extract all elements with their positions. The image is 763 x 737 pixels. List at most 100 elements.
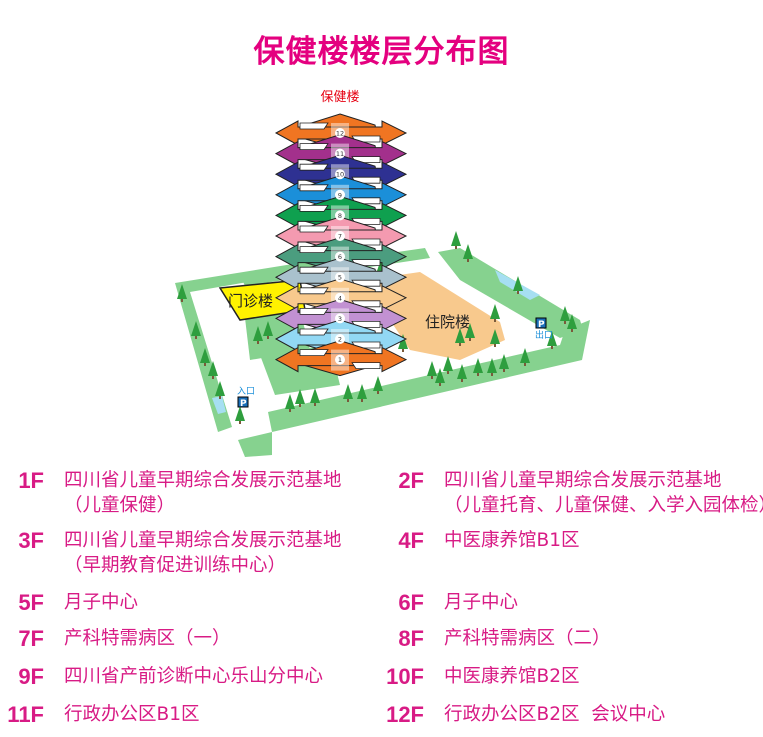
floor-number: 12: [336, 130, 344, 138]
tree-trunk: [477, 372, 479, 376]
floor-number: 9: [338, 191, 342, 199]
tree-trunk: [267, 335, 269, 339]
tree-icon: [513, 276, 523, 291]
tree-trunk: [467, 258, 469, 262]
floor-number-badge: [335, 313, 345, 324]
tree-trunk: [524, 362, 526, 366]
tree-trunk: [564, 320, 566, 324]
tree-trunk: [494, 318, 496, 322]
floor-description: 四川省儿童早期综合发展示范基地 （儿童保健）: [64, 470, 342, 516]
tree-trunk: [459, 342, 461, 346]
entrance-label: 入口: [237, 386, 255, 397]
floor-number: 10: [336, 171, 344, 179]
tree-trunk: [299, 403, 301, 407]
tree-trunk: [361, 398, 363, 402]
floor-badge-5: 5: [335, 272, 345, 283]
floor-number-badge: [335, 210, 345, 221]
floor-number-badge: [335, 334, 345, 344]
exit-label: 出口: [535, 329, 553, 341]
tree-icon: [435, 368, 445, 383]
tree-trunk: [494, 343, 496, 347]
tree-trunk: [571, 328, 573, 332]
tree-trunk: [347, 398, 349, 402]
floor-number-badge: [335, 148, 345, 159]
tree-trunk: [491, 372, 493, 376]
floor-number-badge: [335, 169, 345, 180]
tree-icon: [490, 304, 500, 319]
floor-description: 中医康养馆B1区: [444, 530, 580, 551]
parking-symbol: P: [538, 320, 545, 330]
floor-description: 月子中心: [444, 592, 519, 613]
floor-description: 行政办公区B2区 会议中心: [444, 704, 666, 725]
floor-number-badge: [335, 354, 345, 365]
parking-icon-entrance: [237, 396, 249, 408]
floor-number: 1: [338, 356, 342, 364]
tree-trunk: [461, 378, 463, 382]
floor-label: 6F: [398, 590, 424, 615]
floor-badge-2: 2: [335, 334, 345, 344]
floor-label: 1F: [18, 468, 44, 493]
tree-icon: [191, 321, 201, 336]
floor-legend-row: 2F 四川省儿童早期综合发展示范基地 （儿童托育、儿童保健、入学入园体检）: [380, 468, 763, 518]
floor-label: 2F: [398, 468, 424, 493]
tree-icon: [398, 334, 408, 349]
page-title: 保健楼楼层分布图: [253, 34, 510, 70]
floor-label: 12F: [386, 702, 424, 727]
tree-trunk: [431, 375, 433, 379]
floor-badge-1: 1: [335, 354, 345, 365]
floor-number-badge: [335, 251, 345, 262]
tree-icon: [427, 361, 437, 376]
tree-trunk: [195, 335, 197, 339]
floor-description: 产科特需病区（二）: [444, 628, 611, 649]
tree-icon: [295, 389, 305, 404]
tree-icon: [463, 244, 473, 259]
tree-icon: [473, 358, 483, 373]
floor-number: 3: [338, 315, 342, 323]
tree-icon: [451, 231, 461, 246]
tree-icon: [343, 384, 353, 399]
floor-label: 3F: [18, 528, 44, 553]
floor-badge-8: 8: [335, 210, 345, 221]
floor-badge-4: 4: [335, 292, 345, 303]
floor-number: 5: [338, 274, 342, 282]
tree-icon: [200, 348, 210, 363]
floor-number-badge: [335, 272, 345, 283]
floor-badge-3: 3: [335, 313, 345, 324]
floor-description: 中医康养馆B2区: [444, 666, 580, 687]
tree-trunk: [469, 337, 471, 341]
tree-icon: [208, 361, 218, 376]
floor-legend-row: 1F 四川省儿童早期综合发展示范基地 （儿童保健）: [0, 468, 342, 518]
floor-description: 行政办公区B1区: [64, 704, 200, 725]
tree-trunk: [239, 420, 241, 424]
tree-icon: [560, 306, 570, 321]
floor-number: 4: [338, 294, 342, 302]
floor-legend-row: 6F 月子中心: [380, 590, 518, 615]
floor-badge-9: 9: [335, 189, 345, 200]
tree-trunk: [314, 402, 316, 406]
tree-trunk: [402, 348, 404, 352]
floor-number: 2: [338, 336, 342, 344]
tree-icon: [457, 364, 467, 379]
floor-description: 四川省儿童早期综合发展示范基地 （儿童托育、儿童保健、入学入园体检）: [444, 470, 763, 516]
tree-trunk: [257, 340, 259, 344]
tree-icon: [499, 354, 509, 369]
parking-icon-exit: [535, 317, 547, 329]
floor-label: 5F: [18, 590, 44, 615]
trees: [177, 231, 577, 424]
tower: [274, 113, 408, 377]
floor-badge-10: 10: [335, 169, 345, 180]
floor-description: 产科特需病区（一）: [64, 628, 231, 649]
inpatient-building-label: 住院楼: [425, 313, 470, 331]
floor-badge-7: 7: [335, 231, 345, 241]
floor-number-badge: [335, 292, 345, 303]
tree-trunk: [289, 408, 291, 412]
tree-icon: [285, 394, 295, 409]
